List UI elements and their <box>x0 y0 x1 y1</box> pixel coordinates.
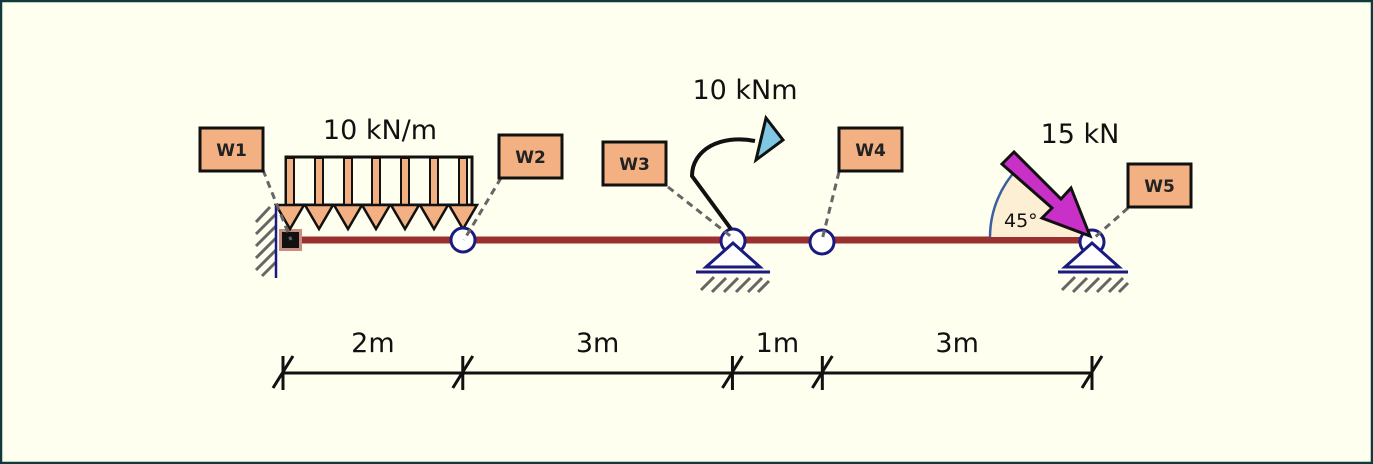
label-leaders <box>261 169 1129 241</box>
dimension-line: 2m 3m 1m 3m <box>271 328 1104 390</box>
node-label-w1: W1 <box>198 126 265 173</box>
dimension-tick <box>811 355 834 390</box>
dimension-label: 2m <box>351 328 394 359</box>
node-label-text: W5 <box>1144 177 1175 197</box>
node-label-w4: W4 <box>837 126 904 173</box>
dimension-tick <box>451 355 475 390</box>
angle-label: 45° <box>1004 210 1038 232</box>
distributed-load-arrow-icon <box>417 157 451 232</box>
node-label-w2: W2 <box>497 133 564 180</box>
pin-support-w3 <box>696 227 771 294</box>
point-load-arrow <box>999 149 1093 239</box>
moment-arrowhead-icon <box>753 114 786 164</box>
pin-support-w5 <box>1058 228 1130 294</box>
dimension-label: 1m <box>756 328 799 359</box>
distributed-load <box>273 155 480 232</box>
hinge-w4 <box>808 228 836 256</box>
distributed-load-arrow-icon <box>359 157 393 232</box>
dimension-label: 3m <box>576 328 619 359</box>
node-label-text: W1 <box>216 141 247 161</box>
dimension-tick <box>1080 355 1104 390</box>
dimension-label: 3m <box>935 328 978 359</box>
distributed-load-label: 10 kN/m <box>323 115 437 146</box>
moment-arrow <box>689 114 786 231</box>
moment-label: 10 kNm <box>692 75 797 106</box>
fixed-support-w1 <box>254 205 278 278</box>
node-label-w3: W3 <box>601 140 668 187</box>
node-label-text: W2 <box>515 148 546 168</box>
hinge-w2 <box>449 226 477 254</box>
node-label-text: W3 <box>619 155 650 175</box>
distributed-load-arrow-icon <box>331 157 365 232</box>
distributed-load-arrow-icon <box>446 157 480 232</box>
dimension-tick <box>721 355 744 390</box>
node-label-text: W4 <box>855 141 886 161</box>
node-label-w5: W5 <box>1126 162 1193 209</box>
distributed-load-arrow-icon <box>388 157 422 232</box>
dimension-tick <box>271 355 295 390</box>
point-load-label: 15 kN <box>1041 119 1120 150</box>
distributed-load-arrow-icon <box>302 157 336 232</box>
